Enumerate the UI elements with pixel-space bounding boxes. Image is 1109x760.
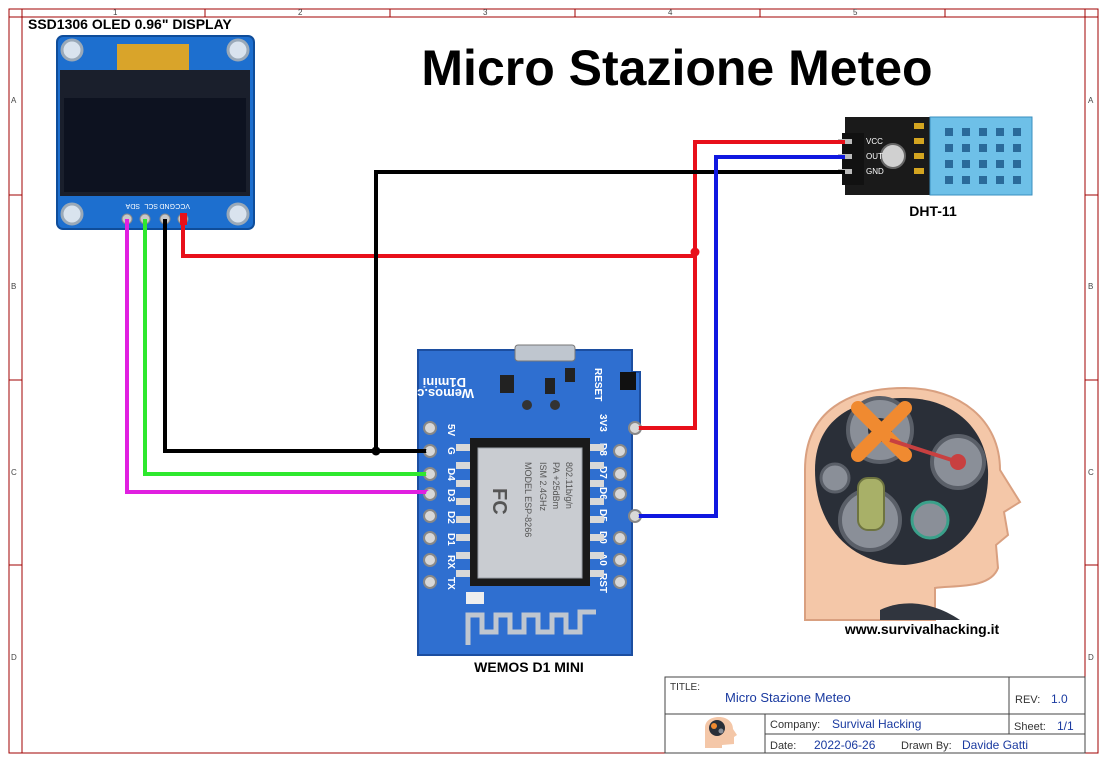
column-label-5: 5 (853, 8, 858, 17)
rev-label: REV: (1015, 694, 1040, 706)
wemos-pin-5v: 5V (445, 424, 456, 437)
wemos-pin-d5: D5 (597, 509, 608, 522)
wemos-pin-d7: D7 (597, 466, 608, 479)
dht-pin-label-vcc: VCC (866, 137, 883, 146)
wemos-pin-d4: D4 (445, 468, 456, 481)
oled-caption: SSD1306 OLED 0.96" DISPLAY (28, 16, 232, 32)
wemos-pin-tx: TX (445, 577, 456, 590)
row-label-b-left: B (11, 282, 16, 291)
company-label: Company: (770, 719, 820, 731)
oled-display-module: SSD1306 OLED 0.96" DISPLAY VCC GND SCL S… (28, 16, 255, 230)
dht-caption: DHT-11 (909, 203, 957, 219)
reset-button (620, 372, 636, 390)
esp-model-line: MODEL ESP-8266 (523, 462, 533, 537)
usb-connector (514, 344, 576, 362)
wemos-brand-label: Wemos.cc (410, 386, 474, 401)
wemos-pin-rx: RX (445, 555, 456, 569)
vcc-junction (690, 247, 700, 257)
column-label-2: 2 (298, 8, 303, 17)
wemos-model-label: D1mini (423, 375, 466, 390)
column-label-1: 1 (113, 8, 118, 17)
column-label-3: 3 (483, 8, 488, 17)
wemos-pin-d2: D2 (445, 511, 456, 524)
date-value: 2022-06-26 (814, 738, 876, 752)
drawn-by-label: Drawn By: (901, 740, 952, 752)
logo-url: www.survivalhacking.it (844, 621, 1000, 637)
wemos-caption: WEMOS D1 MINI (474, 659, 584, 675)
row-label-a-right: A (1088, 96, 1094, 105)
row-label-b-right: B (1088, 282, 1093, 291)
fcc-mark: FC (488, 488, 510, 515)
oled-pin-label-vcc: VCC (175, 202, 190, 209)
pcb-antenna (465, 609, 596, 645)
sheet-frame: 1 2 3 4 5 A B C D A B C D (8, 8, 1099, 754)
date-label: Date: (770, 740, 796, 752)
esp-wifi-line: 802.11b/g/n (564, 462, 574, 509)
row-label-a-left: A (11, 96, 17, 105)
esp-ism-line: ISM 2.4GHz (538, 462, 548, 512)
wiring (125, 140, 845, 518)
dht-pin-label-out: OUT (866, 152, 883, 161)
page-title: Micro Stazione Meteo (421, 40, 932, 96)
title-value: Micro Stazione Meteo (725, 690, 851, 705)
wemos-reset-label: RESET (592, 368, 603, 401)
sheet-label: Sheet: (1014, 721, 1046, 733)
oled-screen (64, 98, 246, 192)
rev-value: 1.0 (1051, 692, 1068, 706)
wemos-pin-d6: D6 (597, 487, 608, 500)
wemos-pin-d1: D1 (445, 533, 456, 546)
wire-gnd-oled (163, 219, 430, 453)
wire-scl (143, 219, 430, 476)
row-label-c-left: C (11, 468, 17, 477)
row-label-d-left: D (11, 653, 17, 662)
title-block: TITLE: Micro Stazione Meteo REV: 1.0 Com… (664, 676, 1086, 754)
wemos-d1-mini-board: Wemos.cc D1mini RESET 5V G D4 D3 D2 D1 R… (410, 344, 642, 675)
title-label: TITLE: (670, 682, 700, 693)
wemos-pin-d3: D3 (445, 489, 456, 502)
title-block-logo-icon (705, 717, 737, 748)
dht11-sensor: VCC OUT GND DHT-11 (838, 116, 1033, 219)
sheet-value: 1/1 (1057, 719, 1074, 733)
wemos-pin-g: G (445, 447, 456, 455)
wire-vcc (181, 219, 695, 258)
wire-sda (125, 219, 430, 494)
dht-pin-label-gnd: GND (866, 167, 884, 176)
wire-dht-out (635, 155, 845, 518)
survival-hacking-logo: www.survivalhacking.it (804, 386, 1022, 637)
esp-pa-line: PA +25dBm (551, 462, 561, 509)
oled-pin-label-sda: SDA (125, 202, 140, 209)
oled-pin-label-scl: SCL (144, 202, 158, 209)
wemos-pin-a0: A0 (597, 553, 608, 566)
row-label-d-right: D (1088, 653, 1094, 662)
row-label-c-right: C (1088, 468, 1094, 477)
wire-gnd-dht (374, 170, 845, 451)
gnd-junction (371, 446, 381, 456)
wemos-pin-3v3: 3V3 (597, 414, 608, 432)
wire-vcc-dht (635, 140, 845, 430)
oled-pin-label-gnd: GND (159, 202, 175, 209)
wemos-pin-rst: RST (597, 573, 608, 593)
company-value: Survival Hacking (832, 717, 921, 731)
drawn-by-value: Davide Gatti (962, 738, 1028, 752)
column-label-4: 4 (668, 8, 673, 17)
